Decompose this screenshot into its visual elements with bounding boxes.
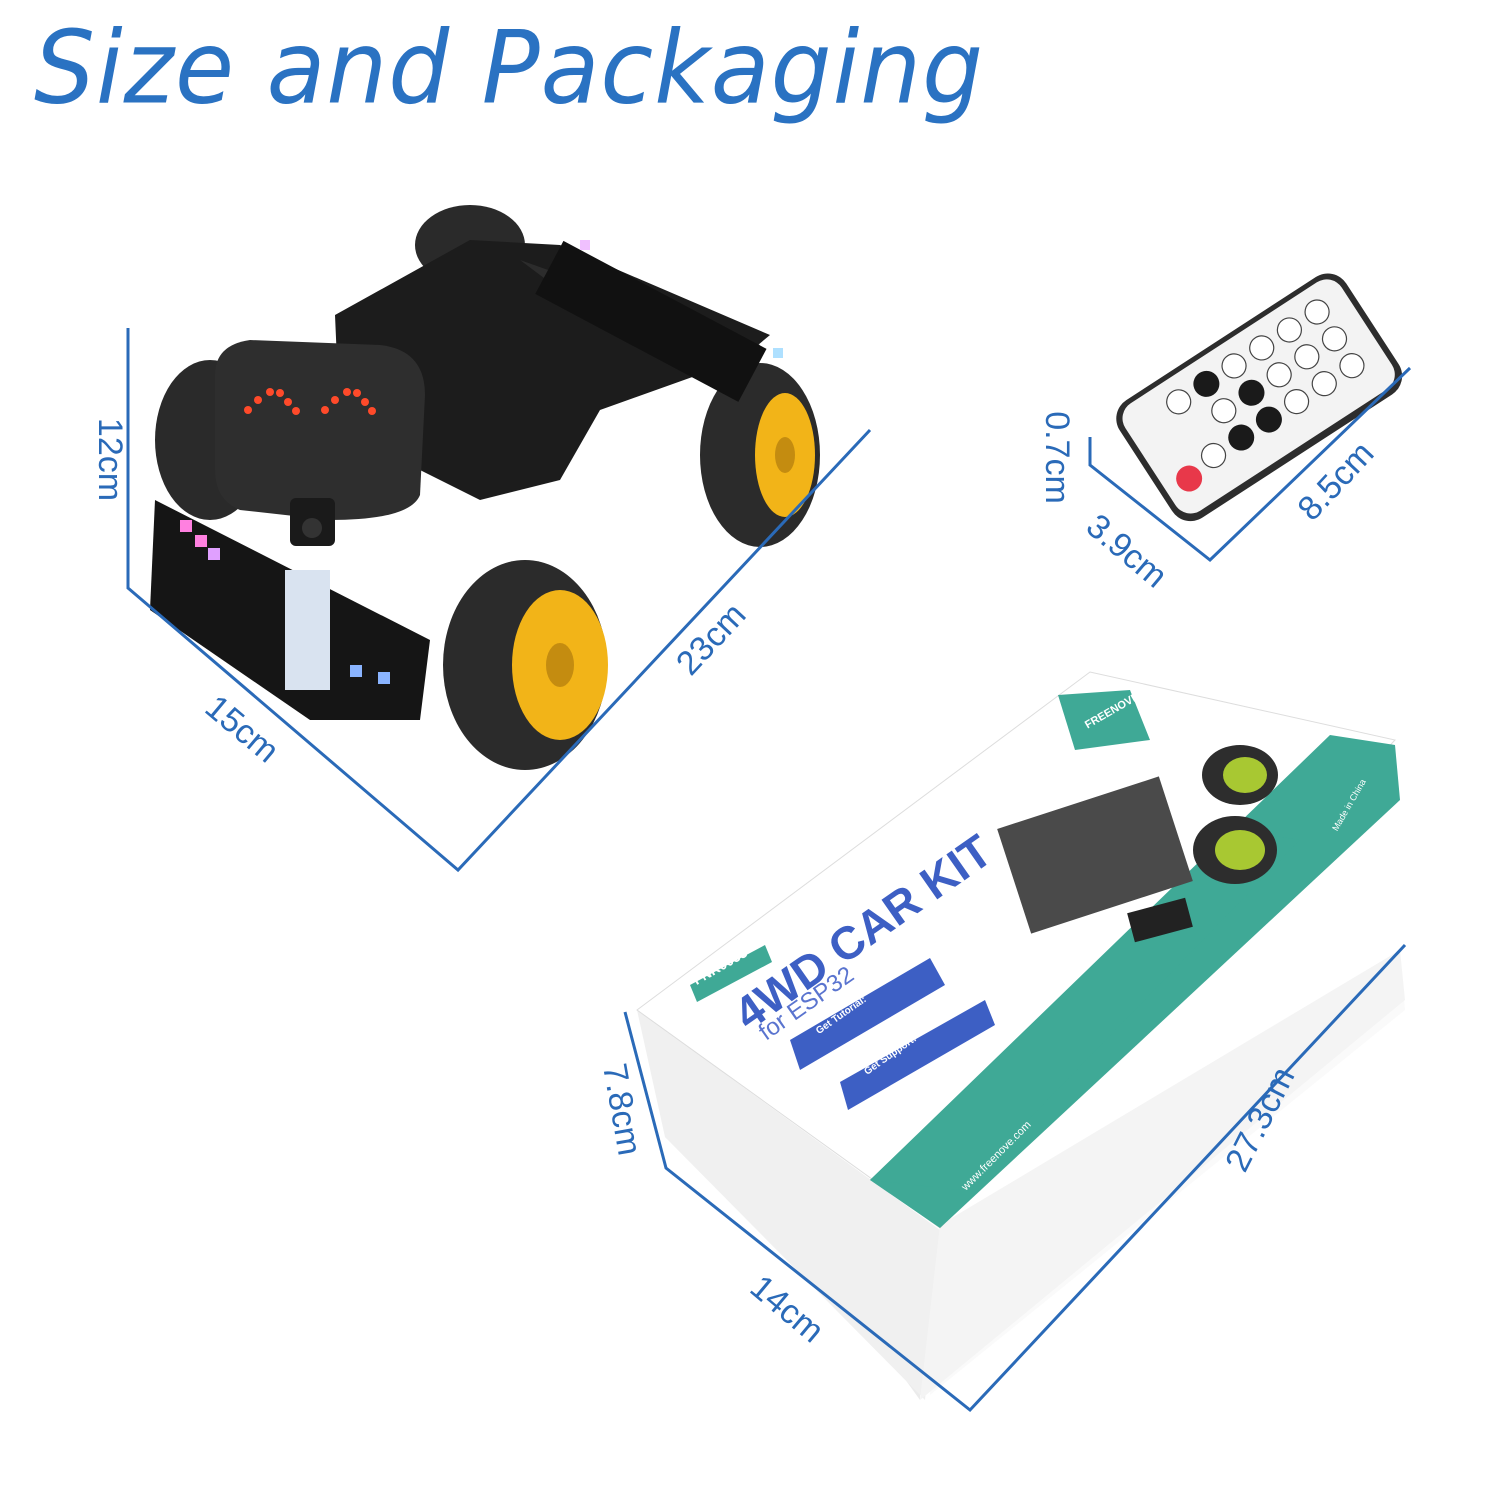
car-dimension-lines — [126, 328, 872, 873]
page-title: Size and Packaging — [34, 9, 985, 127]
remote-thickness-label: 0.7cm — [1037, 411, 1076, 504]
box-dimension-lines — [623, 943, 1407, 1413]
car-height-label: 12cm — [91, 417, 130, 502]
remote-dimension-lines — [1088, 366, 1412, 562]
ir-remote-image — [1116, 273, 1403, 522]
robot-car-image — [150, 205, 820, 770]
package-box-image — [636, 671, 1405, 1400]
